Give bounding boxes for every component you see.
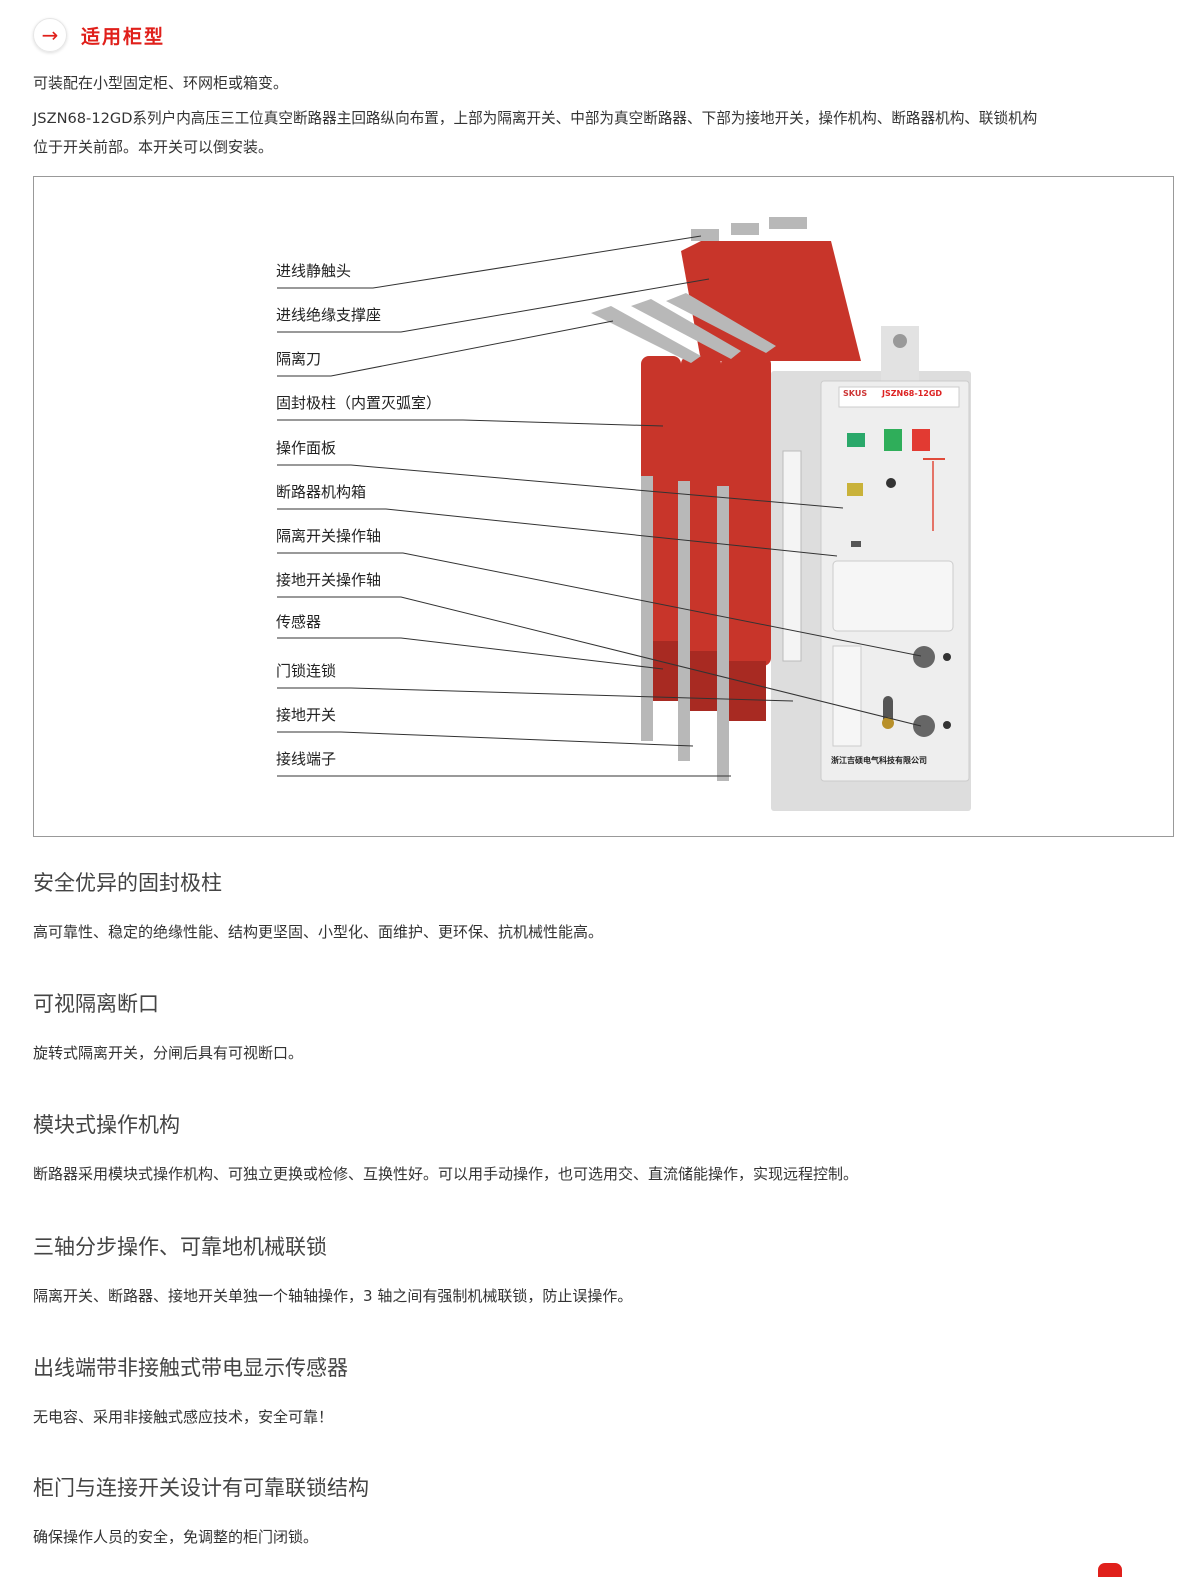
product-figure: SKUS JSZN68-12GD 浙江吉硕电气科技有限公司 [33, 176, 1174, 837]
panel-company: 浙江吉硕电气科技有限公司 [831, 756, 927, 765]
panel-logo: SKUS [843, 389, 868, 398]
feature-section: 出线端带非接触式带电显示传感器无电容、采用非接触式感应技术，安全可靠！ [33, 1352, 348, 1427]
callout-insulating-support: 进线绝缘支撑座 [276, 306, 382, 324]
feature-title: 出线端带非接触式带电显示传感器 [33, 1356, 348, 1380]
feature-text: 无电容、采用非接触式感应技术，安全可靠！ [33, 1408, 334, 1426]
page-number-mark [1098, 1563, 1122, 1577]
feature-title: 可视隔离断口 [33, 992, 159, 1016]
callout-operation-panel: 操作面板 [276, 439, 337, 457]
feature-section: 安全优异的固封极柱高可靠性、稳定的绝缘性能、结构更坚固、小型化、面维护、更环保、… [33, 867, 603, 942]
callout-incoming-contact: 进线静触头 [276, 262, 352, 280]
feature-title: 安全优异的固封极柱 [33, 871, 222, 895]
feature-title: 三轴分步操作、可靠地机械联锁 [33, 1235, 327, 1259]
feature-section: 可视隔离断口旋转式隔离开关，分闸后具有可视断口。 [33, 988, 303, 1063]
feature-text: 断路器采用模块式操作机构、可独立更换或检修、互换性好。可以用手动操作，也可选用交… [33, 1165, 859, 1183]
panel-model: JSZN68-12GD [882, 389, 943, 398]
callout-isolating-blade: 隔离刀 [276, 350, 322, 368]
feature-text: 隔离开关、断路器、接地开关单独一个轴轴操作，3 轴之间有强制机械联锁，防止误操作… [33, 1287, 633, 1305]
feature-section: 柜门与连接开关设计有可靠联锁结构确保操作人员的安全，免调整的柜门闭锁。 [33, 1472, 369, 1547]
callout-isolator-shaft: 隔离开关操作轴 [276, 527, 382, 545]
product-illustration [277, 217, 971, 811]
callout-door-interlock: 门锁连锁 [276, 662, 337, 680]
feature-section: 模块式操作机构断路器采用模块式操作机构、可独立更换或检修、互换性好。可以用手动操… [33, 1109, 858, 1184]
arrow-right-icon: → [33, 18, 67, 52]
feature-title: 模块式操作机构 [33, 1113, 180, 1137]
intro-line-3: 位于开关前部。本开关可以倒安装。 [33, 138, 274, 156]
intro-line-1: 可装配在小型固定柜、环网柜或箱变。 [33, 74, 289, 92]
section-title: 适用柜型 [81, 25, 166, 48]
feature-text: 确保操作人员的安全，免调整的柜门闭锁。 [33, 1528, 319, 1546]
section-header: → 适用柜型 [33, 18, 165, 52]
callout-earthing-shaft: 接地开关操作轴 [276, 571, 382, 589]
callout-embedded-pole: 固封极柱（内置灭弧室） [276, 394, 442, 412]
callout-sensor: 传感器 [276, 613, 322, 631]
callout-earthing-switch: 接地开关 [276, 706, 337, 724]
callout-mechanism-box: 断路器机构箱 [276, 483, 367, 501]
feature-title: 柜门与连接开关设计有可靠联锁结构 [33, 1476, 369, 1500]
feature-text: 旋转式隔离开关，分闸后具有可视断口。 [33, 1044, 304, 1062]
callout-terminal: 接线端子 [276, 750, 337, 768]
intro-line-2: JSZN68-12GD系列户内高压三工位真空断路器主回路纵向布置，上部为隔离开关… [33, 110, 1038, 127]
feature-section: 三轴分步操作、可靠地机械联锁隔离开关、断路器、接地开关单独一个轴轴操作，3 轴之… [33, 1231, 632, 1306]
feature-text: 高可靠性、稳定的绝缘性能、结构更坚固、小型化、面维护、更环保、抗机械性能高。 [33, 923, 604, 941]
